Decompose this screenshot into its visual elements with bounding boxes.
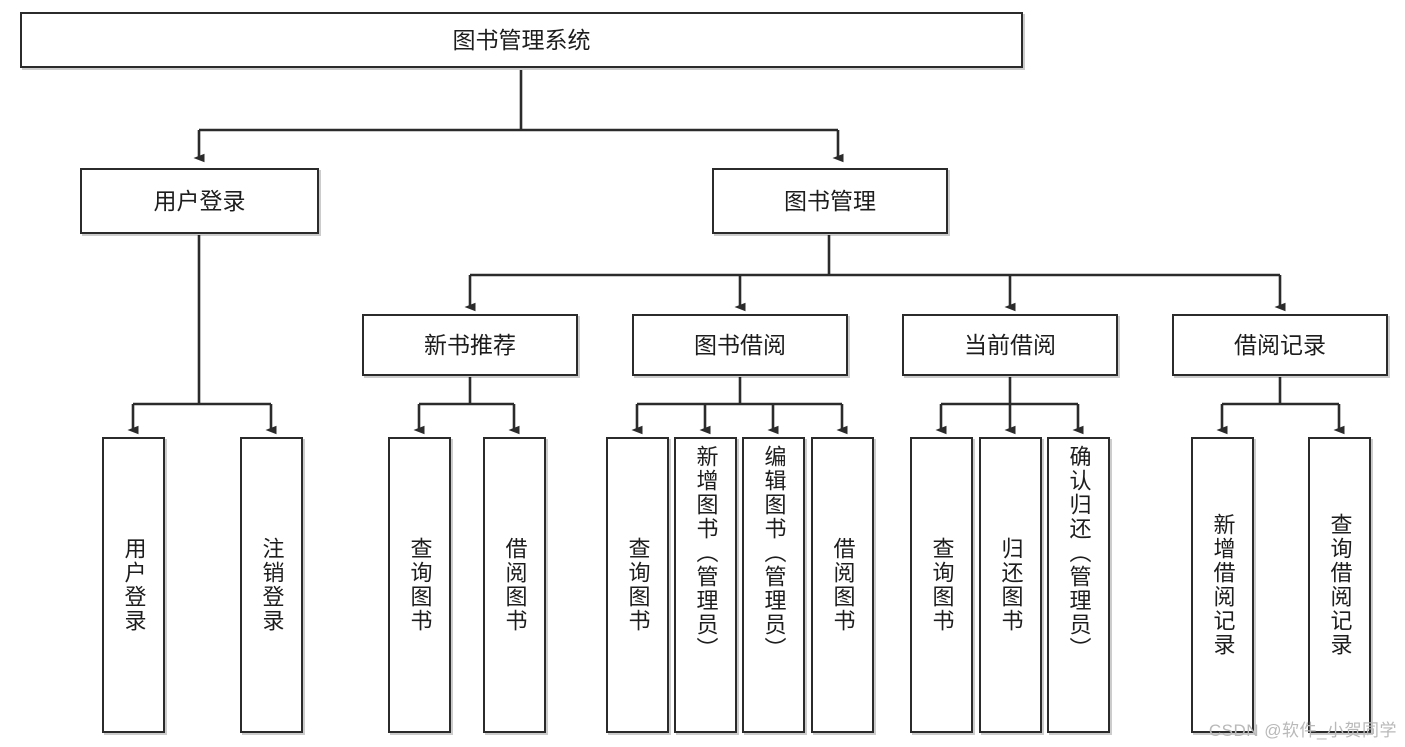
leaf-book-borrow-edit[interactable]: 编辑图书（管理员） — [742, 437, 805, 733]
node-new-book-recommend[interactable]: 新书推荐 — [362, 314, 578, 376]
node-label: 图书借阅 — [694, 331, 786, 358]
node-label: 查询图书 — [929, 537, 955, 633]
node-label: 编辑图书（管理员） — [761, 445, 787, 661]
leaf-borrow-record-query[interactable]: 查询借阅记录 — [1308, 437, 1371, 733]
leaf-new-book-borrow[interactable]: 借阅图书 — [483, 437, 546, 733]
leaf-book-borrow-add[interactable]: 新增图书（管理员） — [674, 437, 737, 733]
node-user-login[interactable]: 用户登录 — [80, 168, 319, 234]
node-label: 借阅图书 — [502, 537, 528, 633]
node-label: 归还图书 — [998, 537, 1024, 633]
node-current-borrow[interactable]: 当前借阅 — [902, 314, 1118, 376]
node-label: 图书管理系统 — [452, 26, 591, 53]
node-book-management-system[interactable]: 图书管理系统 — [20, 12, 1023, 68]
node-label: 确认归还（管理员） — [1066, 445, 1092, 661]
leaf-current-borrow-query[interactable]: 查询图书 — [910, 437, 973, 733]
leaf-borrow-record-add[interactable]: 新增借阅记录 — [1191, 437, 1254, 733]
leaf-book-borrow-query[interactable]: 查询图书 — [606, 437, 669, 733]
leaf-user-login-login[interactable]: 用户登录 — [102, 437, 165, 733]
node-label: 查询图书 — [407, 537, 433, 633]
node-book-borrow[interactable]: 图书借阅 — [632, 314, 848, 376]
watermark-text: CSDN @软件_小贺同学 — [1208, 721, 1397, 740]
leaf-new-book-query[interactable]: 查询图书 — [388, 437, 451, 733]
node-label: 新增借阅记录 — [1210, 513, 1236, 657]
node-label: 新书推荐 — [424, 331, 516, 358]
leaf-user-login-logout[interactable]: 注销登录 — [240, 437, 303, 733]
node-label: 图书管理 — [784, 187, 876, 214]
node-label: 新增图书（管理员） — [693, 445, 719, 661]
node-label: 当前借阅 — [964, 331, 1056, 358]
node-label: 查询借阅记录 — [1327, 513, 1353, 657]
leaf-book-borrow-borrow[interactable]: 借阅图书 — [811, 437, 874, 733]
node-label: 借阅图书 — [830, 537, 856, 633]
node-label: 用户登录 — [121, 537, 147, 633]
node-label: 借阅记录 — [1234, 331, 1326, 358]
node-book-management[interactable]: 图书管理 — [712, 168, 948, 234]
leaf-current-borrow-confirm-return[interactable]: 确认归还（管理员） — [1047, 437, 1110, 733]
node-borrow-records[interactable]: 借阅记录 — [1172, 314, 1388, 376]
node-label: 查询图书 — [625, 537, 651, 633]
leaf-current-borrow-return[interactable]: 归还图书 — [979, 437, 1042, 733]
node-label: 注销登录 — [259, 537, 285, 633]
node-label: 用户登录 — [153, 187, 246, 214]
